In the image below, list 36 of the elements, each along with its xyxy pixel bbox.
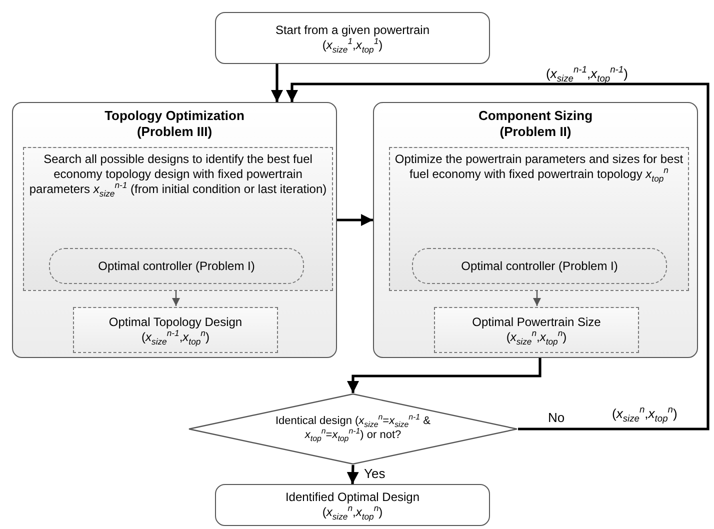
arrow (172, 290, 180, 306)
dashed-process-box (23, 147, 333, 291)
box-text: (x$_{size}$$^{n}$,x$_{top}$$^{n}$) (322, 505, 383, 520)
box-text: Search all possible designs to identify the best fuel economy topology design with fixed powertrain parameters x$_{size}$$^{n-1}$ (from initial condition or last iteration) (28, 152, 328, 197)
box-text: Start from a given powertrain (275, 23, 430, 38)
arrow (286, 82, 710, 430)
dashed-rounded-box (49, 248, 304, 284)
box-text: Optimal controller (Problem I) (98, 258, 255, 274)
arrow (347, 358, 542, 393)
box-text: Optimal Powertrain Size (472, 315, 601, 330)
edge-label: Yes (364, 466, 386, 481)
arrow (533, 290, 541, 306)
variable-label: (x$_{size}$$^{n}$,x$_{top}$$^{n}$) (612, 406, 678, 421)
box-text: Optimal controller (Problem I) (461, 258, 618, 274)
dashed-rounded-box (412, 248, 667, 284)
variable-label: (x$_{size}$$^{n-1}$,x$_{top}$$^{n-1}$) (546, 66, 628, 81)
panel-heading: Topology Optimization (Problem III) (104, 108, 246, 140)
process-panel (373, 102, 698, 358)
arrow (271, 64, 283, 102)
dashed-result-box (73, 307, 278, 353)
end-box (215, 484, 490, 526)
box-text: (x$_{size}$$^{n-1}$,x$_{top}$$^{n}$) (142, 330, 210, 345)
panel-heading: Component Sizing (Problem II) (477, 108, 594, 140)
dashed-process-box (389, 147, 689, 291)
box-text: (x$_{size}$$^{n}$,x$_{top}$$^{n}$) (506, 330, 567, 345)
box-text: Identified Optimal Design (285, 490, 420, 505)
arrow (346, 464, 359, 484)
process-panel (12, 102, 337, 358)
dashed-result-box (434, 307, 639, 353)
arrow (337, 214, 373, 226)
decision-diamond (188, 393, 518, 465)
decision-text: Identical design (x$_{size}$$^{n}$=x$_{size}$$^{n-1}$ & x$_{top}$$^{n}$=x$_{top}$$^{n-1}$) or not? (274, 415, 432, 443)
box-text: (x$_{size}$$^{1}$,x$_{top}$$^{1}$) (322, 38, 383, 53)
start-box (215, 12, 490, 64)
box-text: Optimal Topology Design (108, 315, 242, 330)
edge-label: No (548, 410, 565, 425)
